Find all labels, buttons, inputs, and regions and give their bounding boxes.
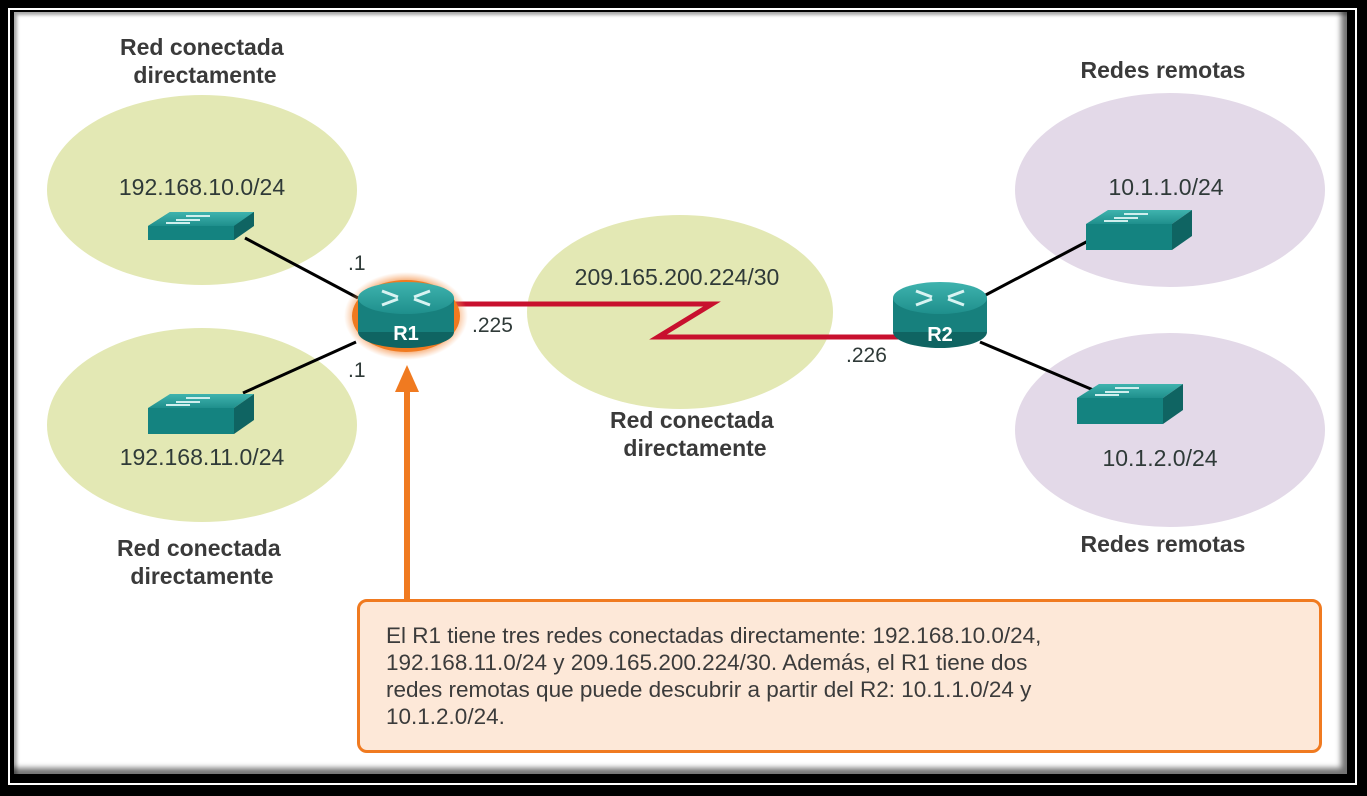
callout-line: 10.1.2.0/24. [386, 704, 505, 729]
network-address: 192.168.10.0/24 [119, 174, 285, 200]
link-lan2-r1 [242, 340, 357, 395]
router-icon [358, 282, 454, 348]
network-address: 10.1.2.0/24 [1102, 445, 1217, 471]
callout-line: 192.168.11.0/24 y 209.165.200.224/30. Ad… [386, 650, 1028, 675]
interface-ip-r1-wan: .225 [472, 314, 513, 337]
interface-ip-r1-lan2: .1 [348, 359, 366, 382]
router-r1[interactable]: R1 [344, 272, 468, 360]
interface-ip-r1-lan1: .1 [348, 252, 366, 275]
router-icon [893, 282, 987, 348]
network-address: 10.1.1.0/24 [1108, 174, 1223, 200]
section-label-middle: Red conectada directamente [610, 407, 780, 461]
network-address: 192.168.11.0/24 [120, 444, 285, 470]
section-label-top-left: Red conectada directamente [120, 34, 290, 88]
link-lan1-r1 [244, 236, 359, 300]
network-address: 209.165.200.224/30 [575, 264, 780, 290]
link-r2-remote2 [979, 340, 1106, 397]
switch-icon [1077, 384, 1183, 424]
switch-icon [148, 394, 254, 434]
section-label-bottom-right: Redes remotas [1081, 531, 1246, 557]
switch-icon [148, 212, 254, 240]
callout-line: El R1 tiene tres redes conectadas direct… [386, 623, 1042, 648]
callout-line: redes remotas que puede descubrir a part… [386, 677, 1032, 702]
info-callout: El R1 tiene tres redes conectadas direct… [357, 599, 1322, 753]
router-r2[interactable]: R2 [893, 282, 987, 348]
section-label-top-right: Redes remotas [1081, 57, 1246, 83]
interface-ip-r2-wan: .226 [846, 344, 887, 367]
link-r2-remote1 [979, 238, 1091, 300]
network-area-remote2 [1015, 333, 1325, 527]
serial-link-r1-r2 [455, 301, 902, 340]
network-area-lan1 [47, 95, 357, 285]
router-label: R1 [393, 323, 419, 345]
router-label: R2 [927, 324, 953, 346]
pointer-arrow [395, 365, 419, 600]
network-area-wan [527, 215, 833, 409]
switch-icon [1086, 210, 1192, 250]
section-label-bottom-left: Red conectada directamente [117, 535, 287, 589]
